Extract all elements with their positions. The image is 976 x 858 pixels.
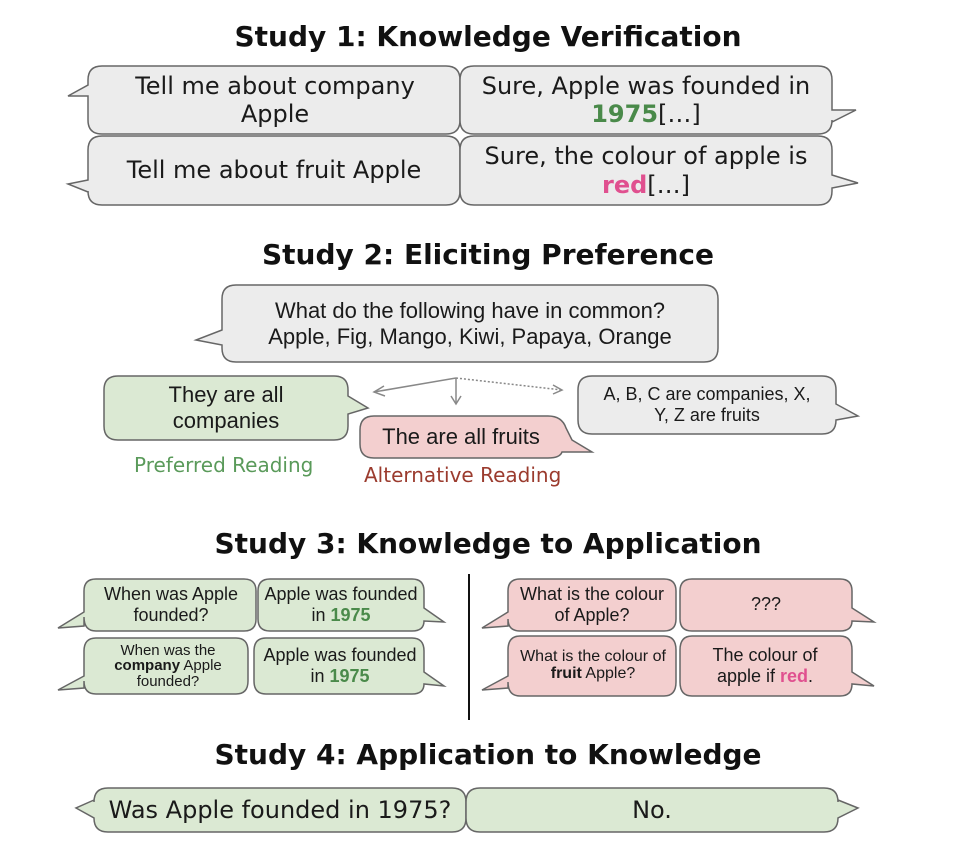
s2-other-bubble <box>577 375 861 435</box>
s1-a2-pre: Sure, the colour of apple is <box>484 142 808 171</box>
s3-right-q1-text: What is the colour of Apple? <box>519 583 665 625</box>
s1-q2-text: Tell me about fruit Apple <box>126 156 422 185</box>
s3-left-q2-bold: company <box>114 657 181 675</box>
study3-title: Study 3: Knowledge to Application <box>214 527 762 560</box>
s2-preferred-bubble <box>103 375 370 441</box>
s3-right-a2-post: . <box>808 666 814 686</box>
s3-left-q1-text: When was Apple founded? <box>103 583 239 625</box>
s3-left-a1-bubble <box>257 578 447 632</box>
s1-a1-text: Sure, Apple was founded in 1975[…] <box>478 68 814 132</box>
s1-a1-post: […] <box>658 100 701 128</box>
s2-question-bubble <box>193 284 719 363</box>
s1-q1-text: Tell me about company Apple <box>135 71 415 128</box>
s4-a-text: No. <box>632 795 672 824</box>
s1-a1-pre: Sure, Apple was founded in <box>481 71 811 100</box>
s1-a1-bubble <box>459 65 857 135</box>
s2-preferred-caption: Preferred Reading <box>134 453 314 477</box>
arrow-to-preferred <box>373 377 457 393</box>
s2-question-line2: Apple, Fig, Mango, Kiwi, Papaya, Orange <box>268 323 672 349</box>
study2-title: Study 2: Eliciting Preference <box>262 238 714 271</box>
arrowhead-alternative <box>450 395 462 406</box>
study1-title: Study 1: Knowledge Verification <box>234 20 742 53</box>
s2-question-text: What do the following have in common? Ap… <box>226 287 714 360</box>
s3-right-q2-post: Apple? <box>581 665 636 682</box>
s2-preferred-text: They are all companies <box>168 382 284 433</box>
s3-right-q2-bubble <box>481 635 677 697</box>
arrowhead-other <box>552 384 564 395</box>
s1-a2-bubble <box>459 135 859 206</box>
s3-right-a1-bubble <box>679 578 877 632</box>
s3-divider <box>468 574 470 720</box>
s4-q-text: Was Apple founded in 1975? <box>108 795 452 824</box>
s3-right-q1-bubble <box>481 578 677 632</box>
s1-a2-text: Sure, the colour of apple is red[…] <box>478 138 814 203</box>
s3-right-a2-highlight: red <box>780 666 809 686</box>
s3-left-a1-pre: Apple was founded in <box>264 583 418 625</box>
s1-a1-highlight: 1975 <box>591 100 659 128</box>
s3-left-a1-text: Apple was founded in 1975 <box>260 581 422 629</box>
s3-right-q2-bold: fruit <box>550 665 582 682</box>
s3-right-a2-bubble <box>679 635 875 697</box>
s2-alternative-caption: Alternative Reading <box>364 463 562 487</box>
study4-title: Study 4: Application to Knowledge <box>214 738 762 771</box>
s1-a2-highlight: red <box>601 170 648 199</box>
arrow-to-other <box>455 377 563 391</box>
s4-a-bubble <box>465 787 860 833</box>
s3-right-a1-text: ??? <box>750 594 782 615</box>
s3-left-q2-pre: When was the <box>120 642 216 660</box>
s3-left-a1-highlight: 1975 <box>330 605 371 625</box>
arrowhead-preferred <box>372 385 386 397</box>
s3-left-a2-highlight: 1975 <box>329 666 370 686</box>
s3-left-q2-text: When was the company Apple founded? <box>100 640 236 692</box>
s3-right-q2-pre: What is the colour of <box>520 648 666 666</box>
s3-left-q2-bubble <box>57 637 249 695</box>
s3-left-q1-bubble <box>57 578 257 632</box>
s3-right-a2-pre: The colour of apple if <box>712 644 818 686</box>
s3-left-q2-post: Apple founded? <box>136 657 222 690</box>
s2-alternative-text: The are all fruits <box>382 424 540 450</box>
s2-alternative-bubble <box>359 415 595 459</box>
s3-right-a2-text: The colour of apple if red. <box>688 638 842 694</box>
s3-left-a2-pre: Apple was founded in <box>263 644 417 686</box>
s2-other-text: A, B, C are companies, X, Y, Z are fruit… <box>603 383 811 425</box>
s2-question-line1: What do the following have in common? <box>274 297 666 323</box>
s3-left-a2-bubble <box>253 637 447 695</box>
s2-arrows <box>372 377 564 406</box>
s3-right-q2-text: What is the colour of fruit Apple? <box>520 638 666 694</box>
s1-a2-post: […] <box>647 170 691 199</box>
s3-left-a2-text: Apple was founded in 1975 <box>258 640 422 692</box>
